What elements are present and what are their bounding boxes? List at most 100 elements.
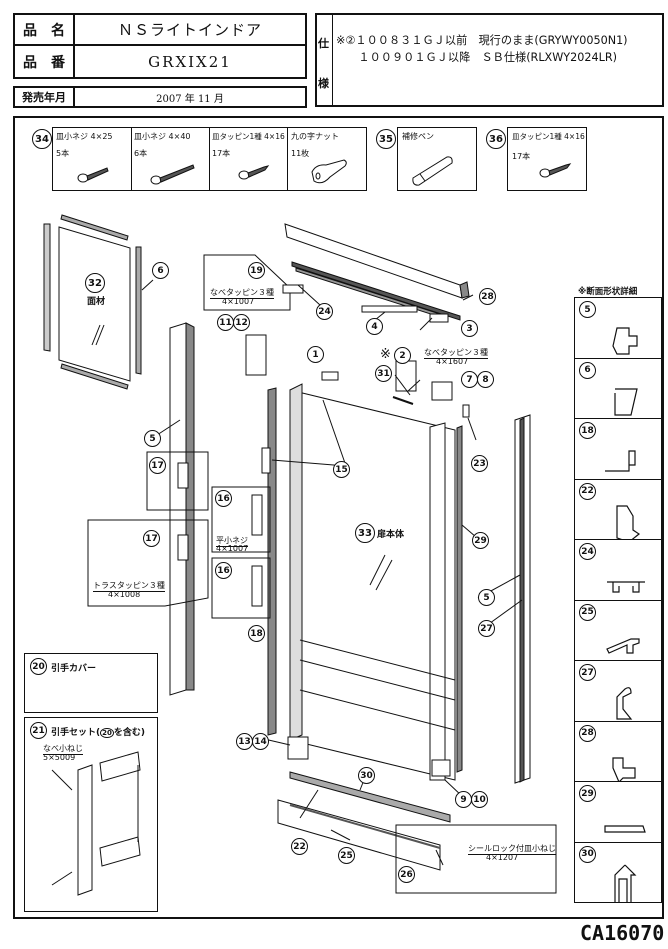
part-number-14: 14 (252, 733, 269, 750)
screw-2-size: 4×1607 (436, 357, 469, 366)
spec-label-top: 仕 (318, 37, 329, 50)
cross-section-profile-icon (616, 504, 641, 540)
spec-line-2: １００９０１ＧＪ以降 ＳＢ仕様(RLXWY2024LR) (336, 51, 617, 64)
cross-section-number: 29 (579, 785, 596, 802)
accessory-item: 皿タッピン1種 4×16 17本 (209, 128, 288, 190)
part-number-2: 2 (394, 347, 411, 364)
cross-section-number: 30 (579, 845, 596, 863)
spec-line-1: ※②１００８３１ＧＪ以前 現行のまま(GRYWY0050N1) (336, 34, 628, 47)
accessory-tapping-screw-36: 皿タッピン1種 4×16 17本 (507, 127, 587, 191)
screw-17-size: 4×1008 (108, 590, 141, 599)
part-number-17: 17 (149, 457, 166, 474)
part-number-7: 7 (461, 371, 478, 388)
part-number-27: 27 (478, 620, 495, 637)
screw-19-size: 4×1007 (222, 297, 255, 306)
handle-set-title-ref: 20 (100, 728, 114, 738)
part-number-35: 35 (376, 129, 396, 149)
cross-section-profile-icon (604, 825, 646, 833)
cross-section-item: 24 (574, 539, 662, 601)
accessory-name: 九の字ナット (291, 132, 339, 141)
cross-section-profile-icon (612, 756, 636, 782)
part-number-24: 24 (316, 303, 333, 320)
part-number-11: 11 (217, 314, 234, 331)
accessory-qty: 17本 (212, 149, 231, 158)
part-number-34: 34 (32, 129, 52, 149)
product-name: ＮＳライトインドア (75, 15, 305, 46)
part-number-16: 16 (215, 490, 232, 507)
part-number-4: 4 (366, 318, 383, 335)
part-number-16: 16 (215, 562, 232, 579)
door-body-label: 扉本体 (377, 530, 405, 540)
part-number-30: 30 (358, 767, 375, 784)
spec-label-bottom: 様 (318, 77, 329, 90)
handle-set-title-pre: 引手セット( (51, 728, 101, 738)
part-number-15: 15 (333, 461, 350, 478)
screw-26-name: シールロック付皿小ねじ (468, 844, 556, 855)
part-2-note-mark: ※ (380, 347, 391, 362)
cross-section-number: 22 (579, 482, 596, 500)
product-number-label: 品 番 (15, 46, 75, 77)
accessory-qty: 6本 (134, 149, 148, 158)
cross-section-item: 29 (574, 781, 662, 843)
product-name-label: 品 名 (15, 15, 75, 46)
part-number-13: 13 (236, 733, 253, 750)
screw-16-name: 平小ネジ (216, 536, 248, 547)
cross-section-profile-icon (614, 387, 638, 416)
release-label: 発売年月 (15, 88, 75, 106)
handle-cover-title: 引手カバー (51, 664, 97, 674)
part-number-1: 1 (307, 346, 324, 363)
cross-section-number: 28 (579, 724, 596, 742)
part-number-9: 9 (455, 791, 472, 808)
cross-section-number: 24 (579, 543, 596, 560)
profile-shape (607, 581, 645, 593)
handle-screw-size: 5×5009 (43, 753, 76, 762)
accessory-item: 皿小ネジ 4×25 5本 (53, 128, 132, 190)
accessory-qty: 17本 (512, 152, 531, 161)
part-number-5: 5 (478, 589, 495, 606)
panel-material-label: 面材 (87, 297, 106, 307)
cross-section-profile-icon (616, 687, 633, 720)
accessory-qty: 5本 (56, 149, 70, 158)
part-number-29: 29 (472, 532, 489, 549)
profile-shape (614, 864, 637, 903)
release-date-table: 発売年月 2007 年 11 月 (13, 86, 307, 108)
cross-section-item: 28 (574, 720, 662, 782)
cross-section-item: 30 (574, 841, 662, 903)
spec-table: 仕 様 ※②１００８３１ＧＪ以前 現行のまま(GRYWY0050N1) １００９… (315, 13, 664, 107)
cross-section-profile-icon (607, 581, 645, 593)
part-number-28: 28 (479, 288, 496, 305)
release-date: 2007 年 11 月 (156, 93, 224, 105)
part-number-25: 25 (338, 847, 355, 864)
cross-section-item: 27 (574, 660, 662, 722)
inset-handle-cover: 20 引手カバー (24, 653, 158, 713)
cross-section-item: 22 (574, 478, 662, 540)
cross-section-item: 5 (574, 297, 662, 359)
part-number-31: 31 (375, 365, 392, 382)
part-number-18: 18 (248, 625, 265, 642)
document-code: CA16070 (580, 921, 665, 945)
cross-section-number: 25 (579, 603, 596, 621)
part-number-6: 6 (152, 262, 169, 279)
part-number-21: 21 (30, 722, 47, 739)
product-number: GRXIX21 (148, 52, 232, 71)
cross-section-number: 27 (579, 664, 596, 681)
cross-section-item: 18 (574, 418, 662, 480)
profile-shape (616, 687, 633, 720)
screw-16-size: 4×1007 (216, 544, 249, 553)
cross-section-profile-icon (606, 637, 640, 654)
part-number-12: 12 (233, 314, 250, 331)
part-number-26: 26 (398, 866, 415, 883)
screw-2-name: なべタッピン３種 (424, 348, 488, 359)
part-number-20: 20 (30, 658, 47, 675)
cross-section-number: 5 (579, 301, 596, 318)
accessory-item-nut: 九の字ナット 11枚 (287, 127, 367, 191)
part-number-10: 10 (471, 791, 488, 808)
profile-shape (605, 450, 636, 472)
accessory-item: 皿小ネジ 4×40 6本 (131, 128, 210, 190)
spec-label-cell: 仕 様 (317, 15, 333, 105)
cross-section-profile-icon (605, 450, 636, 472)
profile-shape (606, 637, 640, 654)
part-number-17: 17 (143, 530, 160, 547)
